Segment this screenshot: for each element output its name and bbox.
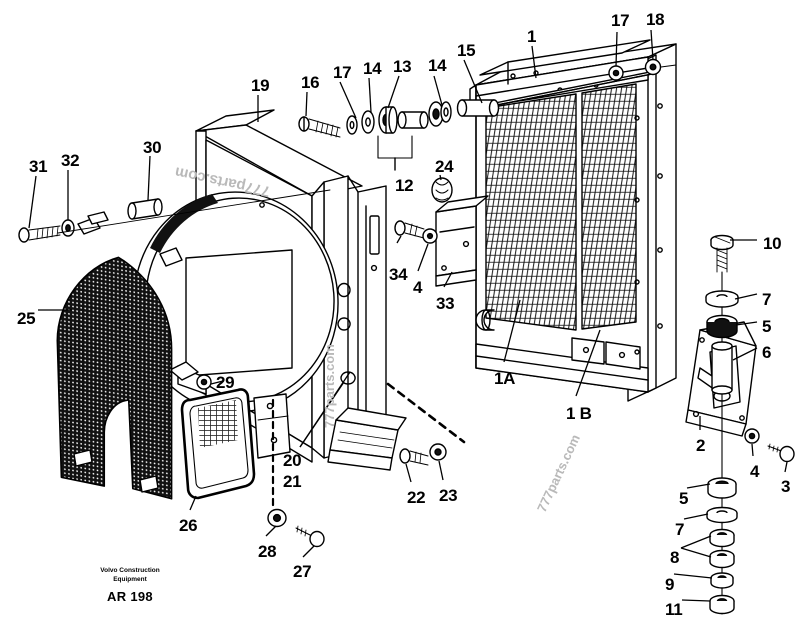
callout-14[interactable]: 14 (363, 59, 382, 78)
lower-panel-26 (180, 388, 291, 500)
hardware-row-top (298, 99, 500, 171)
spacer-30 (127, 198, 163, 220)
fastener-17-top (608, 65, 624, 81)
callout-29[interactable]: 29 (216, 373, 235, 392)
callout-2[interactable]: 2 (696, 436, 706, 455)
manufacturer-name-line1: Volvo Construction (100, 567, 160, 574)
fastener-18-top (644, 58, 677, 76)
bolt-3-right (767, 443, 795, 463)
bolt-31 (18, 225, 61, 243)
callout-5[interactable]: 5 (679, 489, 689, 508)
callout-34[interactable]: 34 (389, 265, 408, 284)
callout-17[interactable]: 17 (611, 11, 630, 30)
callout-5[interactable]: 5 (762, 317, 772, 336)
washer-32 (61, 219, 75, 237)
callout-1[interactable]: 1 (527, 27, 537, 46)
callout-11[interactable]: 11 (665, 600, 683, 619)
clip-24 (431, 177, 453, 203)
callout-30[interactable]: 30 (143, 138, 162, 157)
callout-10[interactable]: 10 (763, 234, 782, 253)
callout-8[interactable]: 8 (670, 548, 680, 567)
callout-33[interactable]: 33 (436, 294, 455, 313)
callout-13[interactable]: 13 (393, 57, 412, 76)
callout-18[interactable]: 18 (646, 10, 665, 29)
callout-27[interactable]: 27 (293, 562, 312, 581)
fastener-stack-lower-right (706, 477, 738, 615)
radiator-assembly (469, 39, 677, 402)
callout-26[interactable]: 26 (179, 516, 198, 535)
callout-23[interactable]: 23 (439, 486, 458, 505)
callout-24[interactable]: 24 (435, 157, 454, 176)
callout-1b[interactable]: 1 B (566, 404, 592, 423)
callout-14[interactable]: 14 (428, 56, 447, 75)
bolt-22 (399, 448, 429, 466)
bolt-4-right (744, 428, 760, 444)
sheet-footer: Volvo Construction Equipment AR 198 (60, 566, 200, 604)
callout-9[interactable]: 9 (665, 575, 675, 594)
callout-31[interactable]: 31 (29, 157, 48, 176)
callout-28[interactable]: 28 (258, 542, 277, 561)
leader-lines (28, 29, 788, 602)
manufacturer-name-line2: Equipment (113, 576, 147, 584)
callout-21[interactable]: 21 (283, 472, 302, 491)
callout-17[interactable]: 17 (333, 63, 352, 82)
fan-shroud (133, 109, 407, 471)
sheet-code: AR 198 (107, 588, 153, 604)
bolt-27 (295, 525, 325, 548)
watermark-vertical: 777parts.com (322, 344, 337, 428)
callout-19[interactable]: 19 (251, 76, 270, 95)
callout-3[interactable]: 3 (781, 477, 791, 496)
washer-23 (429, 443, 447, 461)
callout-6[interactable]: 6 (762, 343, 772, 362)
fastener-29 (196, 374, 212, 390)
callout-15[interactable]: 15 (457, 41, 476, 60)
washer-28 (267, 508, 287, 528)
callout-4[interactable]: 4 (750, 462, 760, 481)
callout-7[interactable]: 7 (762, 290, 772, 309)
callout-7[interactable]: 7 (675, 520, 685, 539)
washer-4-centre (422, 228, 438, 244)
callout-16[interactable]: 16 (301, 73, 320, 92)
bolt-34 (394, 220, 425, 239)
callout-32[interactable]: 32 (61, 151, 80, 170)
callout-4[interactable]: 4 (413, 278, 423, 297)
callout-1a[interactable]: 1A (494, 369, 516, 388)
callout-25[interactable]: 25 (17, 309, 36, 328)
mesh-guard (56, 217, 183, 500)
callout-22[interactable]: 22 (407, 488, 426, 507)
callout-20[interactable]: 20 (283, 451, 302, 470)
callout-12[interactable]: 12 (395, 176, 414, 195)
